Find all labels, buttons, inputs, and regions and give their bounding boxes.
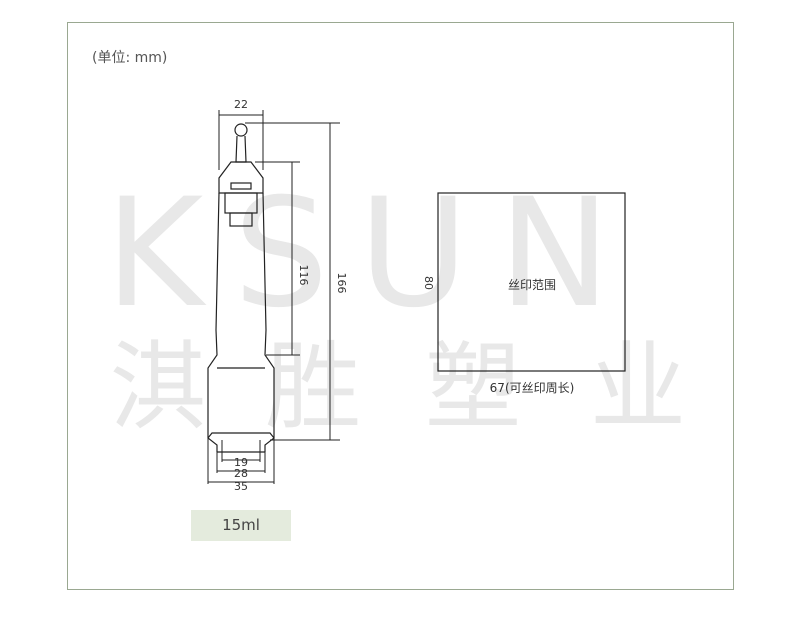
dim-body-height: 116 [297,265,310,286]
dimension-lines [207,110,340,484]
watermark-char-4: 业 [590,331,686,443]
unit-label: (单位: mm) [92,50,168,66]
print-area-height: 80 [422,276,435,290]
watermark-latin: KSUN [105,167,641,341]
watermark-char-2: 胜 [265,331,361,443]
dim-base-outer: 35 [234,480,248,493]
print-area-label: 丝印范围 [508,278,556,292]
dim-base-mid: 28 [234,467,248,480]
print-area-box [437,192,626,372]
drawing-frame [67,22,734,590]
dim-base-inner: 19 [234,456,248,469]
print-area-width: 67(可丝印周长) [490,381,575,395]
dim-cap-width: 22 [234,98,248,111]
watermark-char-3: 塑 [425,331,521,443]
bottle-outline [207,123,275,453]
dim-total-height: 166 [335,273,348,294]
volume-badge: 15ml [191,510,291,541]
watermark-char-1: 淇 [110,331,206,443]
